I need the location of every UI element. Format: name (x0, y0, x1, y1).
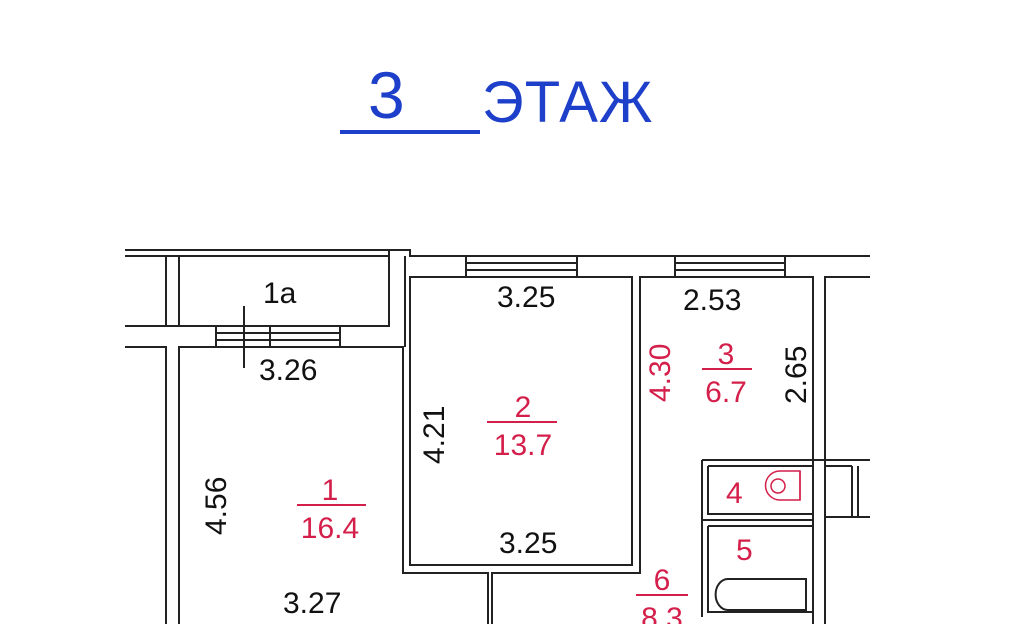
room-4-number: 4 (726, 477, 743, 510)
bathtub-icon (714, 578, 807, 611)
windows (215, 255, 786, 368)
room-3-area: 6.7 (705, 376, 747, 409)
floor-number-underline (340, 130, 480, 134)
room-5-number: 5 (736, 534, 753, 567)
room-1a-dim-width: 3.26 (259, 354, 317, 387)
room-2-area: 13.7 (494, 429, 552, 462)
room-6-number: 6 (654, 564, 671, 597)
room-1-area: 16.4 (301, 512, 359, 545)
toilet-icon (764, 470, 801, 501)
room-3-number: 3 (718, 338, 735, 371)
room-2-dim-length: 4.21 (418, 406, 451, 464)
room-3-dim-width: 2.53 (683, 284, 741, 317)
window-room-1 (215, 325, 341, 348)
room-1-dim-width: 3.27 (283, 587, 341, 620)
room-1a-label: 1а (263, 277, 297, 310)
room-6-area: 8.3 (641, 602, 683, 624)
room-2-number: 2 (515, 391, 532, 424)
floor-word: ЭТАЖ (482, 70, 654, 135)
floor-title: 3 ЭТАЖ (0, 0, 1024, 160)
floor-number: 3 (368, 58, 405, 132)
room-3-dim-length: 4.30 (644, 344, 677, 402)
window-room-2 (465, 255, 578, 278)
room-2-dim-bottom: 3.25 (499, 527, 557, 560)
room-2-dim-top: 3.25 (497, 281, 555, 314)
room-1-number: 1 (322, 474, 339, 507)
bathroom-block (701, 459, 870, 617)
room-1-dim-length: 4.56 (200, 477, 233, 535)
window-room-3 (674, 255, 786, 278)
room-3-dim-height: 2.65 (780, 346, 813, 404)
